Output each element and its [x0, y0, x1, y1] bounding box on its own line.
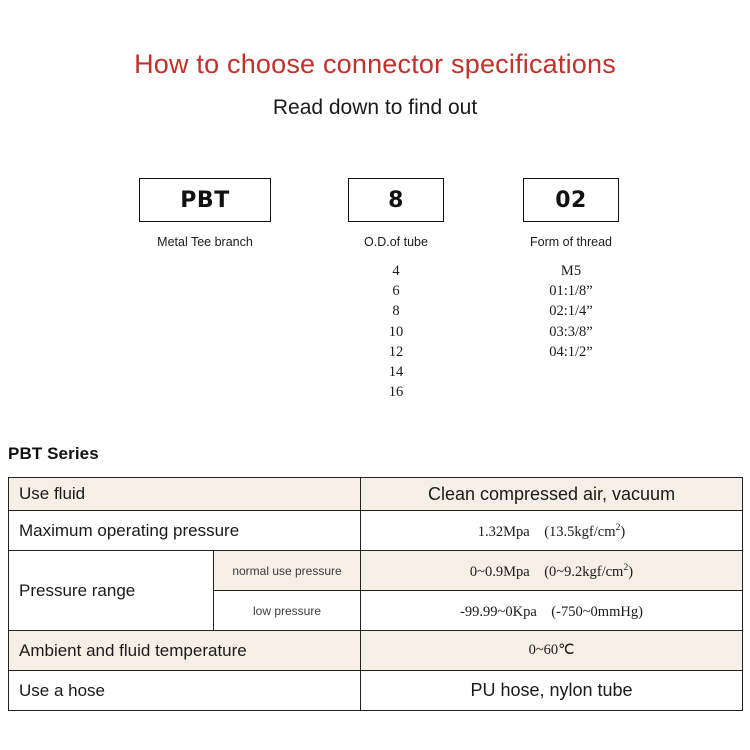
table-row: Ambient and fluid temperature 0~60℃ [7, 630, 744, 671]
spec-value-normal-use-pressure-text: 0~0.9Mpa (0~9.2kgf/cm [469, 564, 624, 580]
code-option: 04:1/2” [549, 343, 593, 360]
code-caption-tube-od: O.D.of tube [364, 235, 428, 249]
code-box-tube-od: 8 [348, 178, 444, 222]
spec-value-hose: PU hose, nylon tube [360, 670, 744, 711]
spec-label-use-fluid: Use fluid [7, 477, 362, 511]
code-option: M5 [560, 263, 582, 279]
code-caption-series: Metal Tee branch [157, 235, 253, 249]
page-header: How to choose connector specifications R… [0, 0, 750, 120]
code-option: 6 [392, 283, 400, 300]
code-column-series: PBT Metal Tee branch [139, 178, 271, 261]
spec-label-pressure-range: Pressure range [8, 550, 214, 631]
spec-value-low-pressure: -99.99~0Kpa (-750~0mmHg) [360, 590, 744, 631]
code-option: 02:1/4” [549, 303, 593, 320]
code-option: 8 [392, 303, 400, 320]
code-caption-thread-form: Form of thread [530, 235, 612, 249]
page-subtitle: Read down to find out [272, 96, 478, 119]
spec-value-normal-use-pressure: 0~0.9Mpa (0~9.2kgf/cm2) [360, 550, 744, 591]
code-box-thread-form: 02 [523, 178, 619, 222]
table-row: Use a hose PU hose, nylon tube [7, 670, 744, 711]
code-option: 12 [388, 343, 404, 360]
code-option: 10 [388, 323, 404, 340]
spec-value-temperature: 0~60℃ [360, 630, 744, 671]
code-option: 14 [388, 364, 404, 381]
spec-sublabel-low-pressure: low pressure [212, 590, 362, 631]
code-breakdown-diagram: PBT Metal Tee branch 8 O.D.of tube 4 6 8 10… [0, 178, 750, 428]
spec-value-max-pressure-text: 1.32Mpa (13.5kgf/cm [477, 524, 616, 540]
spec-value-max-pressure-sup: 2 [615, 522, 621, 534]
table-row: Pressure range normal use pressure 0~0.9… [8, 550, 744, 631]
spec-value-max-pressure: 1.32Mpa (13.5kgf/cm2) [360, 510, 744, 551]
spec-value-normal-use-pressure-tail: ) [628, 564, 634, 580]
code-option: 16 [388, 384, 404, 401]
code-box-series: PBT [139, 178, 271, 222]
page-title: How to choose connector specifications [134, 49, 616, 79]
code-value-series: PBT [180, 187, 230, 213]
code-value-thread-form: 02 [555, 187, 587, 213]
table-row: Maximum operating pressure 1.32Mpa (13.5… [7, 510, 744, 551]
code-column-thread-form: 02 Form of thread M5 01:1/8” 02:1/4” 03:3/8… [523, 178, 619, 362]
spec-label-temperature: Ambient and fluid temperature [7, 630, 362, 671]
code-option: 03:3/8” [549, 323, 593, 340]
spec-sublabel-normal-use-pressure: normal use pressure [212, 550, 362, 591]
spec-value-use-fluid: Clean compressed air, vacuum [360, 477, 744, 511]
code-option: 01:1/8” [549, 283, 593, 300]
series-label: PBT Series [8, 444, 99, 463]
code-options-tube-od: 4 6 8 10 12 14 16 [348, 261, 444, 402]
spec-value-normal-use-pressure-sup: 2 [623, 562, 629, 574]
code-value-tube-od: 8 [388, 187, 404, 213]
specification-table: Use fluid Clean compressed air, vacuum M… [7, 477, 744, 711]
code-option: 4 [392, 263, 400, 279]
specification-table-body: Use fluid Clean compressed air, vacuum M… [7, 477, 744, 711]
code-options-thread-form: M5 01:1/8” 02:1/4” 03:3/8” 04:1/2” [523, 261, 619, 362]
code-column-tube-od: 8 O.D.of tube 4 6 8 10 12 14 16 [348, 178, 444, 402]
spec-value-max-pressure-tail: ) [620, 524, 626, 540]
spec-label-max-pressure: Maximum operating pressure [7, 510, 362, 551]
table-row: Use fluid Clean compressed air, vacuum [7, 477, 744, 511]
spec-label-hose: Use a hose [7, 670, 362, 711]
